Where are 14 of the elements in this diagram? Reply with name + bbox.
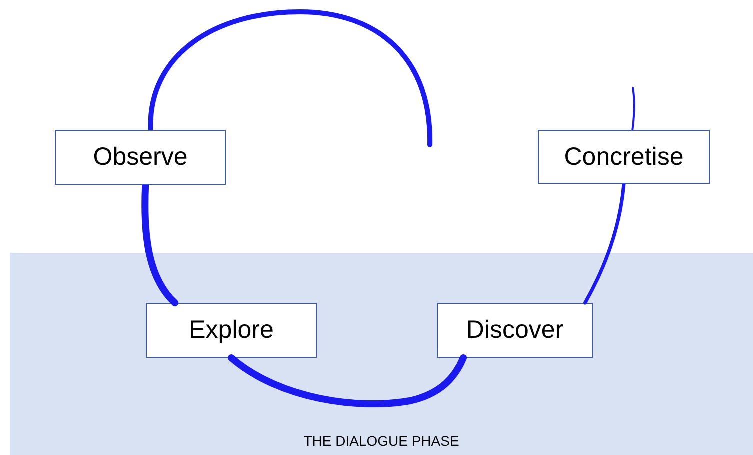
stage-box bbox=[538, 130, 710, 184]
stage-box bbox=[437, 303, 593, 358]
stage-label: Discover bbox=[466, 316, 564, 345]
phase-title: THE DIALOGUE PHASE bbox=[302, 433, 460, 449]
stage-box bbox=[146, 303, 317, 358]
spiral-line bbox=[148, 10, 432, 148]
stage-box bbox=[55, 130, 226, 185]
phase-band bbox=[10, 253, 753, 455]
stage-label: Concretise bbox=[564, 142, 684, 172]
stage-label: Explore bbox=[189, 316, 274, 345]
spiral-line bbox=[583, 182, 626, 305]
spiral-line bbox=[228, 354, 468, 408]
stage-label: Observe bbox=[93, 143, 188, 172]
spiral-line bbox=[632, 87, 636, 131]
